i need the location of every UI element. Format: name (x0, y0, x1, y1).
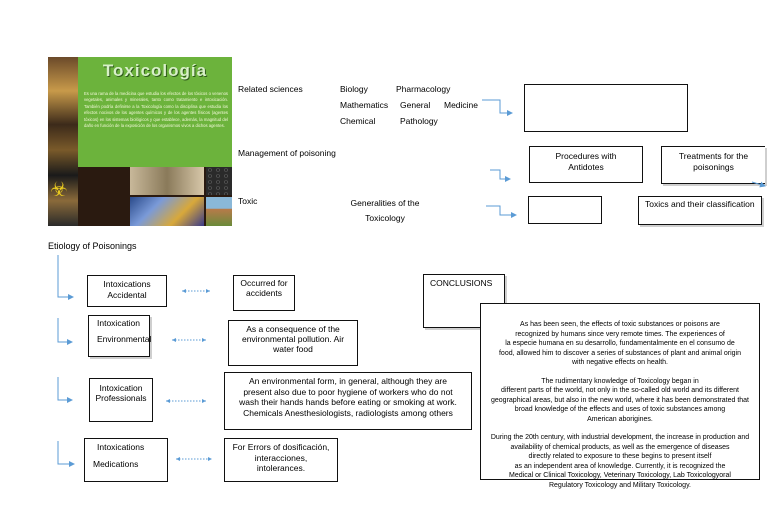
snake-photo (130, 167, 204, 195)
conclusion-line: American aborigines. (587, 415, 653, 423)
conclusion-line: directly related to exposure to these be… (528, 453, 712, 460)
conclusion-line: During the 20th century, with industrial… (490, 434, 750, 441)
arrow-sciences (482, 99, 513, 116)
environmental-box: Intoxication Environmental (88, 315, 152, 357)
conclusion-line: Medical or Clinical Toxicology, Veterina… (509, 472, 731, 479)
toxics-classification-box: Toxics and their classification (638, 196, 762, 225)
medications-line1: Intoxications (97, 442, 145, 452)
conclusion-line: geographical areas, but also in the new … (491, 396, 749, 404)
treatments-text: Treatments for the poisonings (678, 151, 749, 172)
conclusions-paragraph-2: The rudimentary knowledge of Toxicology … (481, 368, 759, 425)
arrow-medications (57, 441, 75, 467)
landscape-photo (206, 197, 232, 226)
conclusion-line: recognized by humans since very remote t… (515, 330, 725, 338)
environmental-line2: Environmental (97, 334, 152, 344)
conclusion-line: broad knowledge of the effects and uses … (514, 406, 726, 413)
accidental-desc-box: Occurred for accidents (233, 275, 295, 311)
medications-box: Intoxications Medications (84, 438, 168, 482)
conclusion-line: Regulatory Toxicology and Military Toxic… (548, 481, 691, 489)
science-chemical: Chemical (340, 116, 376, 126)
generalities-label: Generalities of the Toxicology (350, 198, 420, 223)
professionals-box: Intoxication Professionals (89, 378, 153, 422)
conclusion-line: as an independent area of knowledge. Cur… (514, 462, 726, 470)
environmental-desc-box: As a consequence of the environmental po… (228, 320, 358, 366)
procedures-text: Procedures with Antidotes (555, 151, 617, 172)
biohazard-icon: ☣ (50, 179, 68, 201)
conclusions-paragraph-3: During the 20th century, with industrial… (481, 424, 759, 490)
science-mathematics: Mathematics (340, 100, 389, 110)
conclusions-title: CONCLUSIONS (430, 278, 493, 288)
toxicology-cover-image: ☣ Toxicología Es una rama de la medicina… (48, 57, 232, 226)
cover-title: Toxicología (102, 61, 208, 80)
photo-strip (48, 57, 78, 226)
toxic-empty-box (528, 196, 602, 224)
professionals-text: Intoxication Professionals (95, 383, 147, 403)
arrow-toxic (486, 205, 517, 218)
conclusion-line: la especie humana en su desarrollo, fund… (505, 340, 735, 347)
cover-description: Es una rama de la medicina que estudia l… (84, 91, 228, 129)
environmental-desc: As a consequence of the environmental po… (241, 324, 345, 354)
toxics-classification-text: Toxics and their classification (645, 199, 755, 209)
treatments-box: Treatments for the poisonings (661, 146, 765, 184)
conclusion-line: different parts of the world, not only i… (501, 387, 739, 394)
cover-green-panel (78, 57, 232, 167)
environmental-line1: Intoxication (97, 318, 140, 328)
arrow-accidental (57, 255, 74, 300)
conclusion-line: The rudimentary knowledge of Toxicology … (541, 377, 699, 385)
management-label: Management of poisoning (238, 148, 336, 158)
toxic-label: Toxic (238, 196, 258, 206)
arrow-professionals (57, 377, 73, 403)
conclusions-paragraph-1: As has been seen, the effects of toxic s… (481, 304, 759, 368)
arrow-environmental (57, 318, 73, 345)
science-pathology: Pathology (400, 116, 438, 126)
medications-desc-box: For Errors of dosificación, interaccione… (224, 438, 338, 482)
accidental-text: Intoxications Accidental (103, 279, 151, 300)
conclusion-line: availability of chemical products, as we… (510, 443, 730, 451)
professionals-desc: An environmental form, in general, altho… (239, 376, 457, 418)
medications-line2: Medications (93, 459, 139, 469)
procedures-box: Procedures with Antidotes (529, 146, 643, 183)
science-medicine: Medicine (444, 100, 479, 110)
arrow-management (490, 169, 511, 182)
mussels-photo (206, 167, 232, 195)
science-pharmacology: Pharmacology (396, 84, 451, 94)
related-sciences-label: Related sciences (238, 84, 303, 94)
pills-photo (130, 197, 204, 226)
conclusions-text-box: As has been seen, the effects of toxic s… (480, 303, 760, 489)
medications-desc: For Errors of dosificación, interaccione… (232, 442, 330, 473)
related-sciences-empty-box (524, 84, 688, 132)
conclusion-line: As has been seen, the effects of toxic s… (520, 321, 720, 328)
science-general: General (400, 100, 431, 110)
accidental-desc: Occurred for accidents (240, 278, 288, 298)
professionals-desc-box: An environmental form, in general, altho… (224, 372, 472, 430)
conclusion-line: with negative effects on health. (572, 359, 668, 366)
conclusion-line: food, allowed him to discover a series o… (498, 349, 742, 357)
arrow-treatments (751, 181, 766, 188)
accidental-box: Intoxications Accidental (87, 275, 167, 307)
etiology-title: Etiology of Poisonings (48, 241, 137, 251)
science-biology: Biology (340, 84, 368, 94)
